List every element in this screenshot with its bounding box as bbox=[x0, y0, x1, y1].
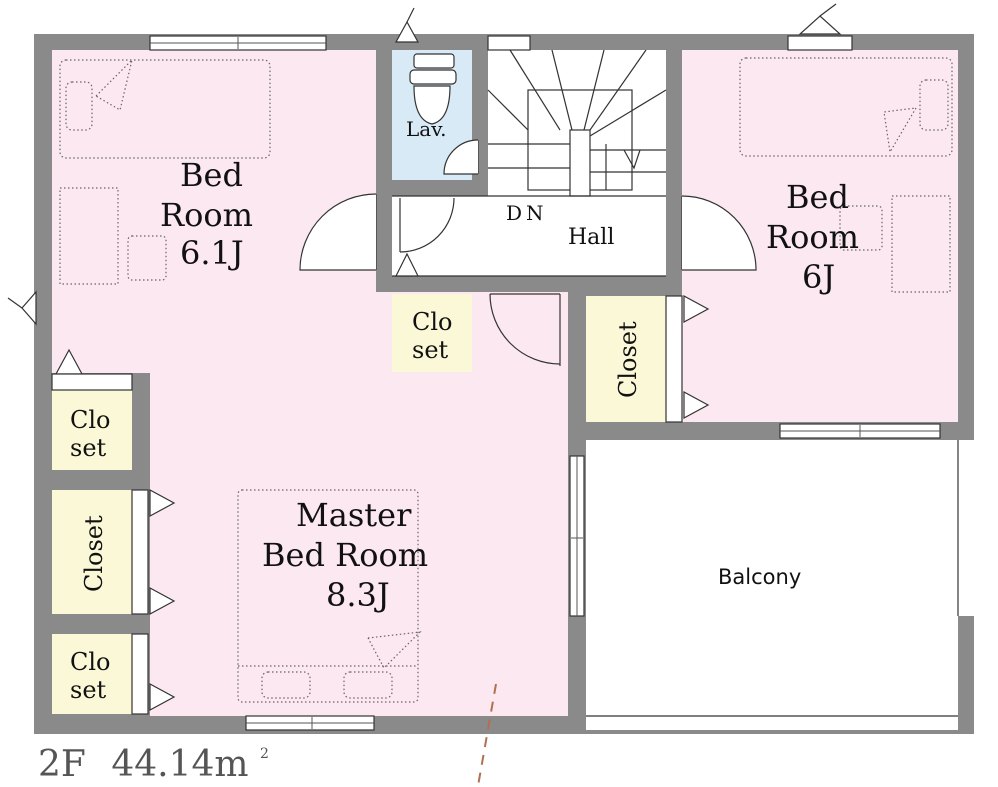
master-label-1: Master bbox=[296, 496, 412, 534]
closet-left-bottom-label-1: Clo bbox=[70, 648, 111, 676]
vent-left-side bbox=[21, 290, 37, 326]
closet-right-label: Closet bbox=[614, 321, 642, 398]
window-bedroom-right-bottom bbox=[779, 423, 941, 439]
window-bottom-master bbox=[245, 715, 375, 731]
window-top-left bbox=[149, 35, 327, 51]
closet-center-label-1: Clo bbox=[412, 308, 453, 336]
bedroom-right-size: 6J bbox=[802, 258, 835, 296]
lavatory-label: Lav. bbox=[406, 117, 447, 141]
bedroom-right-label-2: Room bbox=[766, 218, 859, 256]
door-bedroom-left bbox=[299, 193, 377, 271]
closet-right-door-strip bbox=[665, 295, 683, 423]
closet-left-top-label-1: Clo bbox=[70, 406, 111, 434]
closet-left-mid-door-strip bbox=[131, 489, 149, 615]
balcony-label: Balcony bbox=[718, 565, 801, 589]
furniture-bed-right bbox=[739, 57, 953, 293]
window-master-balcony bbox=[569, 455, 585, 617]
bedroom-left-label-1: Bed bbox=[180, 156, 243, 194]
furniture-bed-master bbox=[237, 489, 422, 703]
closet-door-marker bbox=[683, 390, 710, 420]
floor-area: 44.14m bbox=[111, 744, 248, 785]
closet-left-top-floor bbox=[52, 390, 132, 470]
door-lav bbox=[443, 139, 479, 175]
toilet bbox=[409, 53, 457, 125]
closet-left-bottom-label-2: set bbox=[70, 676, 107, 704]
floor-area-label: 2F 44.14m 2 bbox=[38, 744, 269, 785]
bedroom-left-size: 6.1J bbox=[180, 234, 244, 272]
balcony-floor bbox=[586, 440, 958, 730]
vent-lav bbox=[394, 20, 420, 43]
door-hall-left bbox=[399, 197, 455, 253]
floor-level: 2F bbox=[38, 744, 86, 785]
balcony-railing bbox=[958, 440, 974, 616]
door-master bbox=[489, 293, 561, 366]
closet-left-top-edge bbox=[51, 373, 133, 391]
bedroom-left-label-2: Room bbox=[160, 196, 253, 234]
closet-left-bottom-door-strip bbox=[131, 633, 149, 715]
closet-left-bottom-floor bbox=[52, 634, 132, 714]
closet-left-top-label-2: set bbox=[70, 434, 107, 462]
window-top-stair bbox=[487, 35, 531, 51]
hall-label: Hall bbox=[568, 225, 614, 250]
master-label-2: Bed Room bbox=[262, 536, 428, 574]
closet-left-mid-label: Closet bbox=[80, 515, 108, 592]
closet-door-marker bbox=[395, 252, 419, 277]
closet-door-marker bbox=[149, 682, 176, 712]
master-bedroom-floor-ext bbox=[490, 292, 568, 392]
window-top-right bbox=[787, 35, 853, 51]
closet-door-marker bbox=[149, 586, 176, 616]
closet-center-floor bbox=[392, 294, 472, 372]
furniture-bed-left bbox=[59, 58, 271, 285]
closet-door-marker bbox=[149, 488, 176, 518]
floor-area-unit-sup: 2 bbox=[260, 746, 269, 762]
closet-right-floor bbox=[586, 296, 666, 422]
down-label: DN bbox=[506, 201, 548, 225]
closet-center-label-2: set bbox=[412, 336, 449, 364]
vent-right-top bbox=[798, 15, 842, 35]
closet-door-marker bbox=[683, 294, 710, 324]
bedroom-right-label-1: Bed bbox=[786, 178, 849, 216]
door-bedroom-right bbox=[681, 195, 757, 271]
staircase bbox=[487, 49, 667, 197]
closet-left-mid-floor bbox=[52, 490, 132, 614]
master-size: 8.3J bbox=[326, 576, 390, 614]
